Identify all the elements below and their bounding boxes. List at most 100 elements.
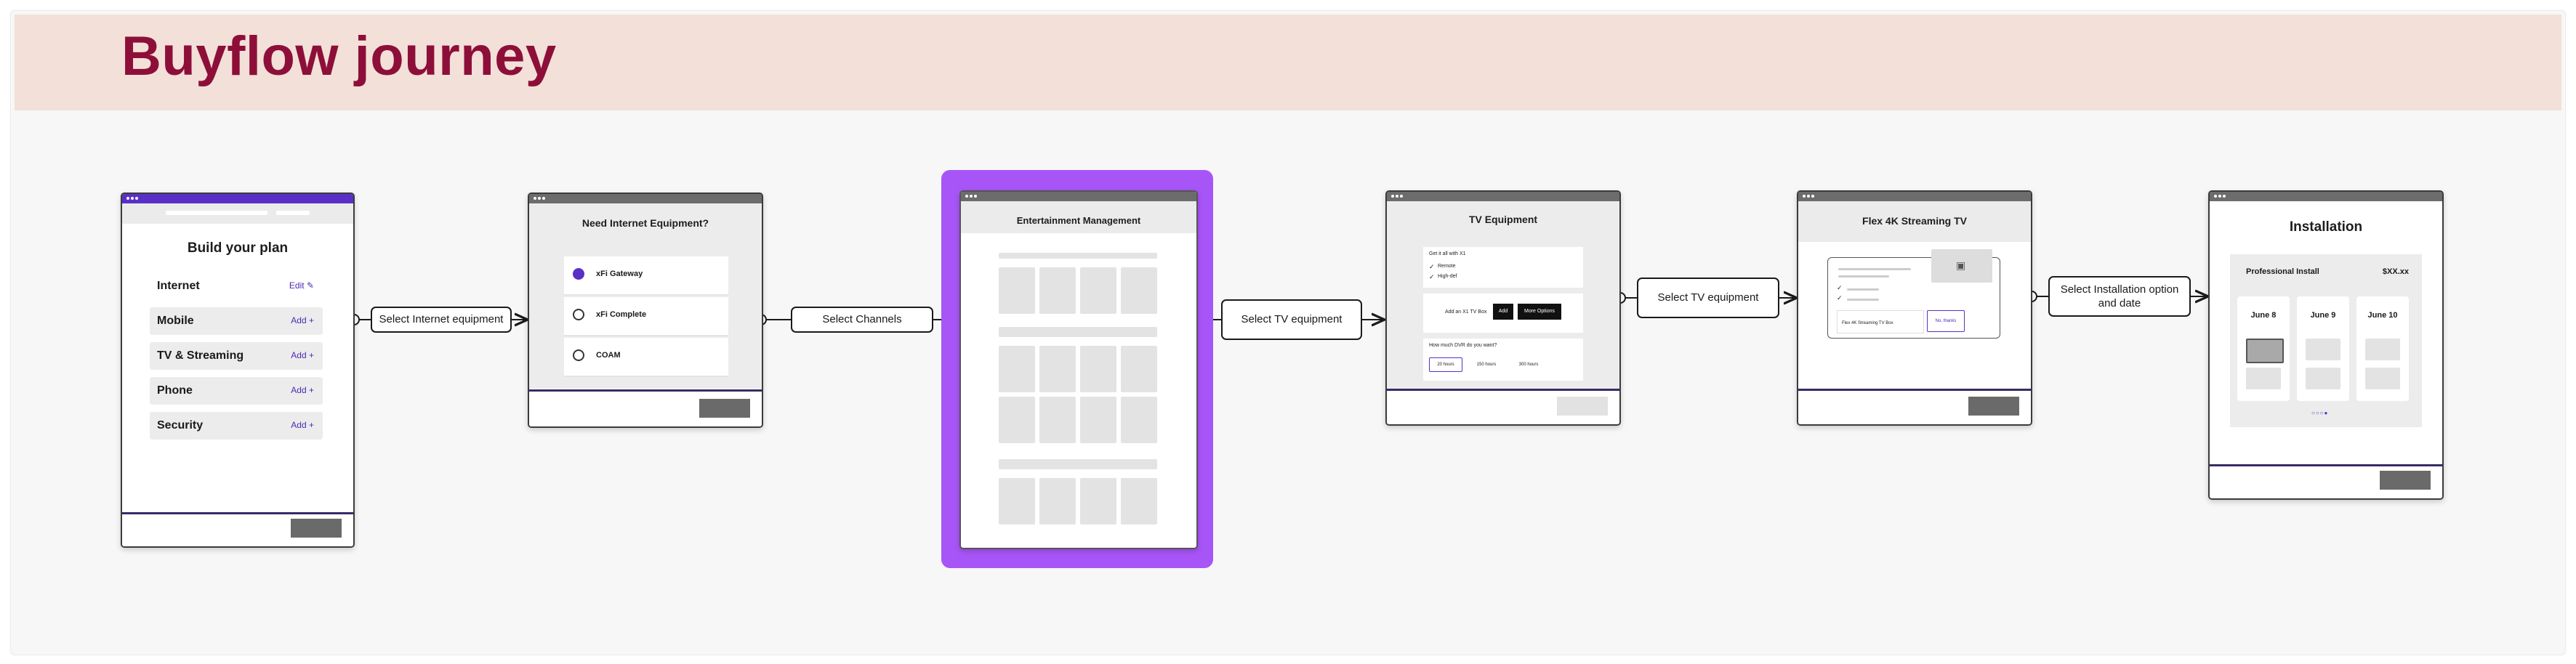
option-xfi-complete[interactable]: xFi Complete: [564, 297, 728, 336]
screen-title: Installation: [2289, 219, 2363, 235]
time-slot[interactable]: [2306, 339, 2340, 360]
window-chrome: [1387, 192, 1619, 201]
date-option-june-10[interactable]: June 10: [2356, 296, 2409, 401]
time-slot[interactable]: [2365, 339, 2400, 360]
page-title: Buyflow journey: [121, 25, 557, 87]
plan-row-mobile[interactable]: Mobile Add +: [150, 307, 323, 335]
plus-icon: +: [308, 385, 314, 395]
install-panel: Professional Install $XX.xx June 8 June …: [2230, 254, 2422, 427]
date-label: June 9: [2310, 311, 2336, 320]
connector-select-tv-equipment-1: Select TV equipment: [1221, 299, 1362, 340]
plan-row-label: Phone: [157, 384, 193, 397]
install-price: $XX.xx: [2382, 267, 2409, 276]
plus-icon: +: [308, 350, 314, 360]
x1-card: Get it all with X1 ✓ Remote ✓ High-def: [1423, 247, 1583, 288]
option-coam[interactable]: COAM: [564, 338, 728, 377]
dvr-option-selected[interactable]: 20 hours: [1429, 357, 1462, 372]
check-icon: ✓: [1837, 294, 1843, 301]
screen-title: Flex 4K Streaming TV: [1862, 215, 1967, 227]
plan-row-label: Security: [157, 419, 204, 432]
add-link[interactable]: Add +: [291, 385, 314, 395]
screen-title: Need Internet Equipment?: [581, 217, 709, 229]
radio-selected-icon[interactable]: [573, 268, 584, 280]
no-thanks-button[interactable]: No, thanks: [1927, 310, 1965, 332]
image-icon: ▣: [1956, 259, 1966, 271]
plan-row-internet[interactable]: Internet Edit ✎: [150, 272, 323, 300]
channel-tile: [1039, 397, 1076, 443]
screen-entertainment: Entertainment Management: [959, 190, 1198, 549]
continue-button[interactable]: [1557, 397, 1608, 416]
product-option[interactable]: Flex 4K Streaming TV Box: [1837, 310, 1924, 333]
date-option-june-9[interactable]: June 9: [2297, 296, 2349, 401]
plan-row-label: Mobile: [157, 315, 194, 327]
time-slot[interactable]: [2246, 368, 2281, 389]
channel-tile: [1039, 267, 1076, 314]
screen-footer: [1387, 389, 1619, 424]
feature-label: High-def: [1438, 274, 1457, 279]
feature-label: Remote: [1438, 264, 1456, 269]
plan-row-phone[interactable]: Phone Add +: [150, 377, 323, 405]
window-chrome: [529, 194, 762, 203]
plan-row-tv[interactable]: TV & Streaming Add +: [150, 342, 323, 370]
channel-tile: [1080, 267, 1116, 314]
connector-select-channels: Select Channels: [791, 307, 933, 333]
window-chrome: [2210, 192, 2442, 201]
channel-tile: [999, 346, 1035, 392]
channel-tile: [999, 267, 1035, 314]
channel-tile: [999, 397, 1035, 443]
add-button[interactable]: Add: [1493, 304, 1513, 320]
dvr-option[interactable]: 300 hours: [1510, 357, 1547, 372]
add-box-card: Add an X1 TV Box Add More Options: [1423, 293, 1583, 333]
connector-select-installation: Select Installation option and date: [2048, 276, 2191, 317]
screen-footer: [2210, 464, 2442, 498]
screen-title: Build your plan: [187, 240, 289, 256]
continue-button[interactable]: [1968, 397, 2019, 416]
screen-build-plan: Build your plan Internet Edit ✎ Mobile A…: [121, 193, 355, 548]
time-slot[interactable]: [2365, 368, 2400, 389]
window-chrome: [961, 192, 1196, 201]
continue-button[interactable]: [291, 519, 342, 538]
add-link[interactable]: Add +: [291, 315, 314, 325]
edit-link[interactable]: Edit ✎: [289, 280, 314, 291]
option-label: xFi Gateway: [596, 270, 643, 278]
placeholder-bar: [1838, 275, 1889, 278]
nav-bar: [1798, 201, 2031, 242]
more-options-button[interactable]: More Options: [1518, 304, 1561, 320]
title-banner: [15, 15, 2561, 110]
radio-icon[interactable]: [573, 349, 584, 361]
channel-tile: [1121, 346, 1157, 392]
date-label: June 10: [2367, 311, 2398, 320]
time-slot[interactable]: [2306, 368, 2340, 389]
add-link[interactable]: Add +: [291, 350, 314, 360]
placeholder-bar: [1847, 299, 1879, 301]
plan-row-label: TV & Streaming: [157, 349, 244, 362]
connector-select-internet-equipment: Select Internet equipment: [371, 307, 512, 333]
date-option-june-8[interactable]: June 8: [2237, 296, 2290, 401]
plus-icon: +: [308, 420, 314, 430]
check-icon: ✓: [1429, 273, 1435, 280]
window-chrome: [1798, 192, 2031, 201]
pagination-dots[interactable]: ○○○●: [2311, 410, 2329, 416]
plan-row-label: Internet: [157, 280, 200, 292]
radio-icon[interactable]: [573, 309, 584, 320]
nav-bar: [122, 203, 353, 224]
option-label: xFi Complete: [596, 310, 647, 319]
channel-tile: [1080, 478, 1116, 525]
continue-button[interactable]: [2380, 471, 2431, 490]
screen-installation: Installation Professional Install $XX.xx…: [2208, 190, 2444, 500]
add-link[interactable]: Add +: [291, 420, 314, 430]
time-slot-selected[interactable]: [2246, 339, 2284, 363]
plan-row-security[interactable]: Security Add +: [150, 412, 323, 440]
screen-footer: [529, 389, 762, 426]
section-title: Get it all with X1: [1429, 251, 1466, 256]
option-xfi-gateway[interactable]: xFi Gateway: [564, 256, 728, 296]
add-box-label: Add an X1 TV Box: [1445, 309, 1487, 315]
plus-icon: +: [308, 315, 314, 325]
dvr-option[interactable]: 150 hours: [1468, 357, 1505, 372]
placeholder-bar: [999, 459, 1157, 469]
dvr-title: How much DVR do you want?: [1429, 343, 1497, 348]
connector-select-tv-equipment-2: Select TV equipment: [1637, 278, 1779, 318]
continue-button[interactable]: [699, 399, 750, 418]
channel-tile: [1121, 478, 1157, 525]
product-card: ▣ ✓ ✓ Flex 4K Streaming TV Box No, thank…: [1827, 249, 2000, 339]
